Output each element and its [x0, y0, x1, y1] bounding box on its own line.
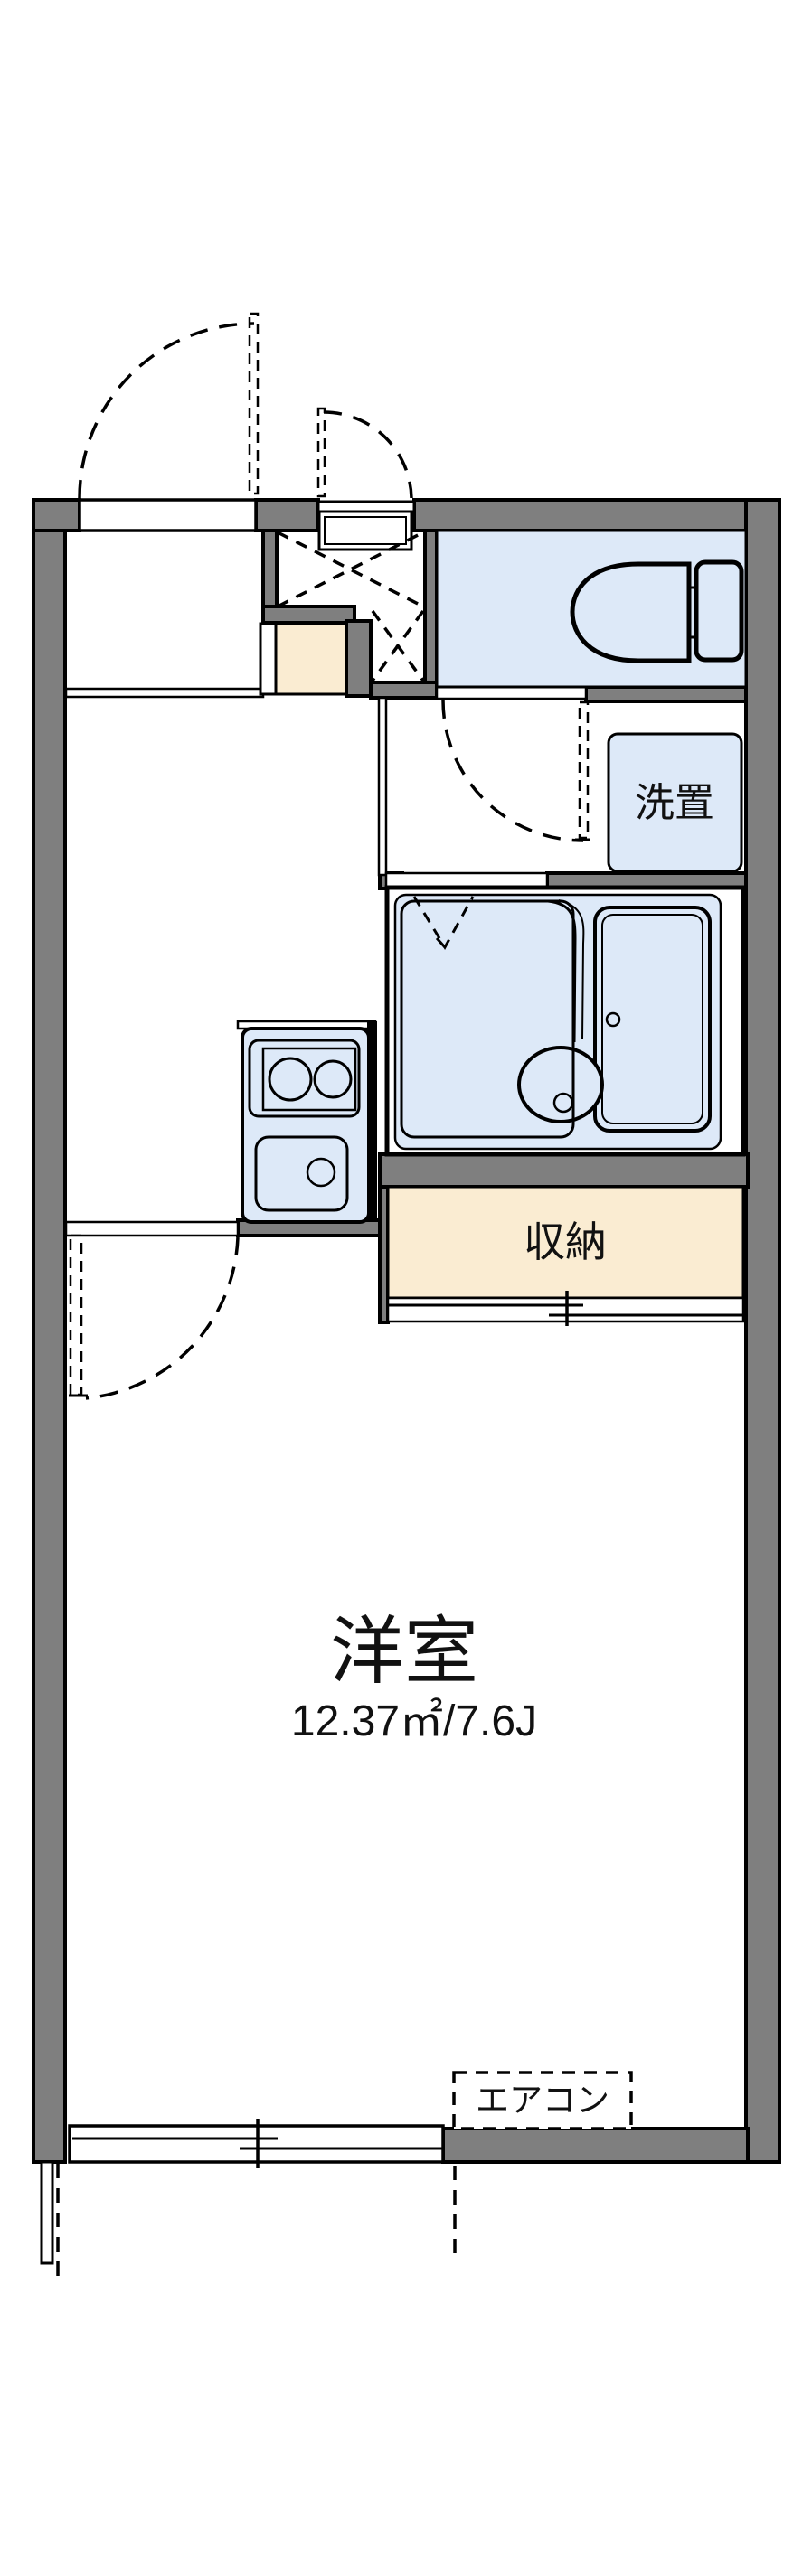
stove-inner	[261, 1047, 357, 1112]
toilet-bowl	[570, 561, 692, 663]
wall-alcove-right	[423, 529, 439, 693]
toilet-door-arc	[441, 700, 584, 842]
room-doorway	[64, 1220, 240, 1237]
wall-bath-closet	[378, 1152, 750, 1189]
toilet-connectors	[688, 586, 697, 639]
kitchen-body	[241, 1027, 371, 1224]
kitchen-unit	[236, 1020, 377, 1224]
annotations	[56, 2071, 633, 2280]
wall-toilet-door-stub	[584, 685, 748, 703]
genkan-step-line	[64, 687, 265, 699]
kitchen-sink-drain	[306, 1157, 336, 1188]
overhead-cabinet-cross-upper	[277, 531, 424, 608]
entrance-alcove	[277, 510, 425, 682]
room-area-label: 12.37㎡/7.6J	[291, 1697, 537, 1745]
overhead-cabinet-cross-lower	[371, 609, 425, 682]
stove-outer	[248, 1039, 361, 1118]
storage-areas	[274, 622, 745, 1300]
storage-door-leaf	[316, 407, 326, 498]
wall-right	[744, 498, 781, 2164]
closet-sliding-door	[386, 1291, 745, 1326]
bath-folding-door-tick	[435, 936, 447, 949]
thin-wall-corridor-washroom	[377, 696, 388, 877]
wall-left	[32, 498, 67, 2164]
bathtub-knob	[605, 1011, 621, 1028]
stove-burner-right	[313, 1059, 353, 1099]
shoe-cabinet-inner	[324, 516, 407, 545]
toilet-door-leaf	[578, 700, 590, 840]
genkan-entry-strip	[259, 622, 278, 696]
wall-top-middle	[254, 498, 320, 532]
wall-top-left-corner	[32, 498, 81, 532]
entrance-door-arc	[78, 322, 255, 499]
door-swings	[69, 312, 590, 1400]
storage-door-arc	[323, 410, 413, 499]
aircon-label: エアコン	[476, 2082, 609, 2119]
water-rooms	[384, 529, 748, 1157]
wall-alcove-bottom	[369, 681, 439, 700]
laundry-box	[607, 732, 743, 873]
wall-genkan-right-col	[345, 619, 373, 698]
fixture-lines	[400, 586, 703, 1139]
walls	[32, 498, 781, 2164]
openings	[40, 498, 588, 2265]
room-door-arc	[85, 1236, 240, 1400]
kitchen-sink	[254, 1135, 349, 1212]
room-door-leaf	[69, 1234, 83, 1396]
wall-bottom	[441, 2127, 750, 2164]
bathtub-inner	[601, 914, 703, 1124]
closet-area	[386, 1185, 745, 1300]
bathtub-outer	[593, 906, 712, 1133]
genkan-floor	[274, 622, 348, 696]
bath-counter-line-2	[558, 899, 585, 1040]
wall-genkan-top-band	[261, 605, 356, 625]
stove-burner-left	[268, 1057, 313, 1102]
bath-counter-line-1	[547, 899, 577, 1043]
toilet-tank	[694, 559, 744, 663]
closet-label: 収納	[524, 1218, 607, 1265]
entrance-door-leaf	[248, 312, 260, 495]
wall-top-right	[412, 498, 781, 532]
room-name-label: 洋室	[330, 1611, 478, 1693]
bath-sink-drain	[552, 1092, 574, 1114]
laundry-label: 洗置	[635, 781, 714, 825]
entrance-doorway	[78, 498, 258, 532]
kitchen-unit-right-edge	[367, 1021, 377, 1222]
balcony-stub-left	[40, 2160, 54, 2265]
window-south	[68, 2119, 445, 2168]
aircon-box	[452, 2071, 633, 2130]
